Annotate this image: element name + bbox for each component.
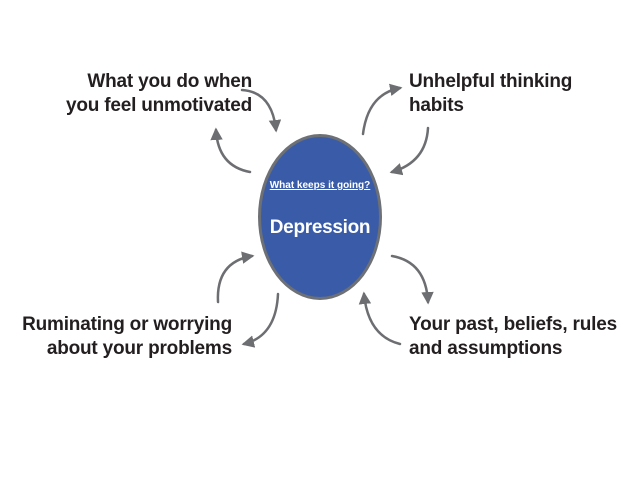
arrow-br-to-hub	[358, 291, 402, 346]
factor-line: you feel unmotivated	[65, 95, 252, 116]
hub-title: Depression	[269, 217, 371, 238]
factor-unhelpful-thinking: Unhelpful thinking habits	[409, 70, 619, 118]
arrow-tr-to-hub	[389, 126, 430, 176]
factor-unmotivated-behaviour: What you do when you feel unmotivated	[40, 70, 252, 118]
arrow-tl-to-hub	[240, 88, 282, 133]
arrow-hub-to-tl	[210, 127, 252, 174]
arrow-hub-to-tr	[361, 83, 403, 136]
factor-past-beliefs: Your past, beliefs, rules and assumption…	[409, 313, 629, 361]
factor-line: about your problems	[46, 338, 232, 359]
arrow-bl-to-hub	[216, 251, 255, 304]
factor-line: and assumptions	[409, 338, 563, 359]
factor-line: What you do when	[87, 71, 252, 92]
depression-hub: What keeps it going? Depression	[258, 134, 382, 300]
arrow-hub-to-bl	[241, 292, 280, 348]
factor-line: Unhelpful thinking	[409, 71, 573, 92]
hub-question: What keeps it going?	[269, 180, 371, 191]
factor-line: Your past, beliefs, rules	[409, 314, 617, 335]
factor-ruminating: Ruminating or worrying about your proble…	[20, 313, 232, 361]
arrow-hub-to-br	[390, 254, 434, 305]
factor-line: habits	[409, 95, 464, 116]
factor-line: Ruminating or worrying	[22, 314, 232, 335]
